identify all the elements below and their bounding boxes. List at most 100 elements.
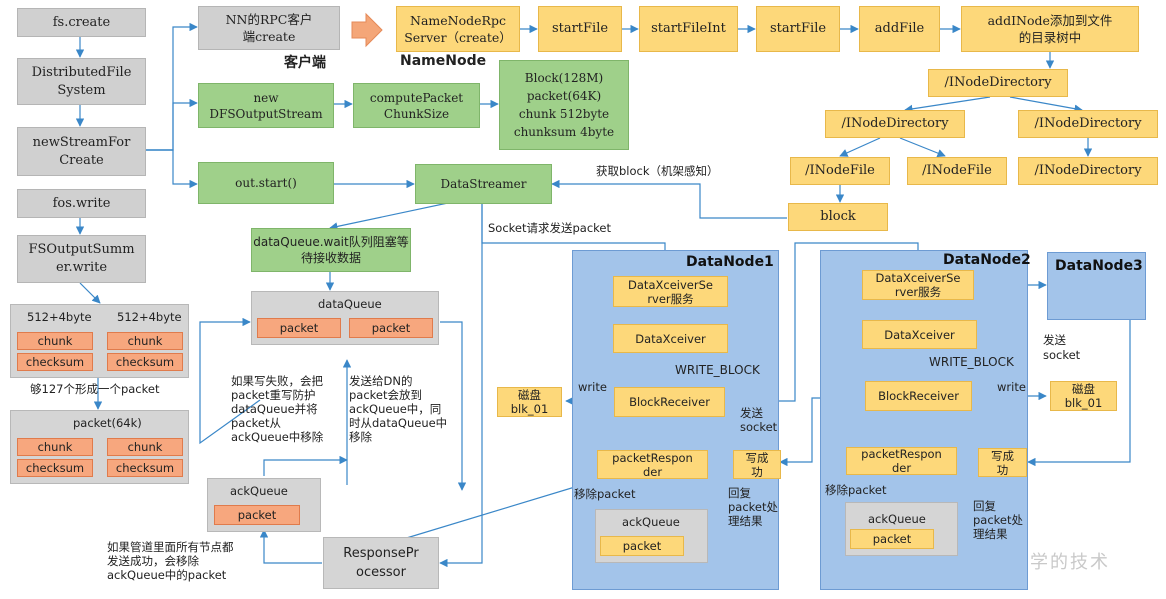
fs-create-label: fs.create <box>52 14 111 30</box>
out-start-label: out.start() <box>235 176 297 190</box>
compute-packet-label: computePacket ChunkSize <box>369 90 464 121</box>
packet-cell: packet <box>349 318 433 338</box>
dn1-ack-queue-box: ackQueue packet <box>595 509 708 563</box>
nn-rpc-client-box: NN的RPC客户 端create <box>198 6 340 50</box>
data-queue-label: dataQueue <box>318 297 382 311</box>
datanode1-title: DataNode1 <box>686 254 774 270</box>
dn2-reply-result-label: 回复 packet处 理结果 <box>973 499 1024 541</box>
dn2-write-label: write <box>997 380 1026 394</box>
chunk-group: 512+4byte 512+4byte chunk chunk checksum… <box>10 304 189 378</box>
data-streamer-box: DataStreamer <box>415 164 552 204</box>
dn1-write-block-label: WRITE_BLOCK <box>675 363 760 377</box>
dn1-block-receiver-box: BlockReceiver <box>614 387 725 417</box>
dn1-xceiver-server-box: DataXceiverSe rver服务 <box>613 276 728 307</box>
add-file-box: addFile <box>859 6 940 52</box>
block-spec-label: Block(128M) packet(64K) chunk 512byte ch… <box>513 71 615 139</box>
fs-create-box: fs.create <box>17 8 146 37</box>
dn2-write-success-box: 写成 功 <box>978 448 1027 477</box>
compute-packet-box: computePacket ChunkSize <box>353 83 480 128</box>
namenode-label: NameNode <box>400 53 487 69</box>
dn1-ack-queue-label: ackQueue <box>622 515 680 529</box>
inode-directory-left: /INodeDirectory <box>825 110 965 138</box>
datanode3-title: DataNode3 <box>1055 258 1143 274</box>
dn2-xceiver-box: DataXceiver <box>862 320 977 349</box>
dn1-reply-result-label: 回复 packet处 理结果 <box>728 486 779 528</box>
ack-success-note: 如果管道里面所有节点都 发送成功，会移除 ackQueue中的packet <box>107 540 234 582</box>
data-streamer-label: DataStreamer <box>440 177 527 191</box>
fs-output-summer-label: FSOutputSumm er.write <box>28 242 135 275</box>
response-processor-box: ResponsePr ocessor <box>323 537 439 589</box>
checksum-cell: checksum <box>107 459 183 477</box>
inode-file-label: /INodeFile <box>805 163 875 178</box>
dn1-packet-responder-box: packetRespon der <box>597 450 708 479</box>
packet-cell: packet <box>214 505 300 525</box>
new-stream-box: newStreamFor Create <box>17 127 146 176</box>
start-file-box: startFile <box>538 6 622 52</box>
dn2-ack-queue-label: ackQueue <box>868 512 926 526</box>
start-file-int-box: startFileInt <box>639 6 738 52</box>
inode-directory-label: /INodeDirectory <box>841 116 949 131</box>
add-inode-box: addINode添加到文件 的目录树中 <box>961 6 1139 52</box>
dn1-send-socket-label: 发送 socket <box>740 406 778 434</box>
fos-write-label: fos.write <box>52 195 111 211</box>
write-fail-note: 如果写失败，会把 packet重写防护 dataQueue并将 packet从 … <box>231 374 324 444</box>
client-label: 客户端 <box>284 55 326 71</box>
inode-file-2: /INodeFile <box>907 157 1007 185</box>
data-queue-box: dataQueue packet packet <box>251 291 439 345</box>
chunk-cell: chunk <box>17 332 93 350</box>
inode-directory-root: /INodeDirectory <box>928 69 1068 97</box>
inode-file-label: /INodeFile <box>922 163 992 178</box>
new-dfs-output-stream-box: new DFSOutputStream <box>198 83 334 128</box>
chunk-cell: chunk <box>17 438 93 456</box>
add-file-label: addFile <box>874 21 925 36</box>
checksum-cell: checksum <box>107 353 183 371</box>
distributed-fs-label: DistributedFile System <box>31 64 132 98</box>
response-processor-label: ResponsePr ocessor <box>343 546 419 580</box>
block-box: block <box>788 203 888 231</box>
block-spec-box: Block(128M) packet(64K) chunk 512byte ch… <box>499 60 629 150</box>
checksum-cell: checksum <box>17 353 93 371</box>
packet-64k-group: packet(64k) chunk chunk checksum checksu… <box>10 410 189 484</box>
packet-cell: packet <box>257 318 341 338</box>
chunk-cell: chunk <box>107 438 183 456</box>
start-file-int-label: startFileInt <box>651 21 726 36</box>
datanode2-title: DataNode2 <box>943 252 1031 268</box>
dn3-send-socket-label: 发送 socket <box>1043 333 1081 362</box>
nn-rpc-client-label: NN的RPC客户 端create <box>225 12 313 44</box>
dn1-remove-packet-label: 移除packet <box>574 487 636 501</box>
new-dfs-output-stream-label: new DFSOutputStream <box>209 90 323 121</box>
dn1-write-label: write <box>578 380 607 394</box>
out-start-box: out.start() <box>198 162 334 204</box>
chunk-size-label-1: 512+4byte <box>27 310 92 324</box>
dn1-write-success-box: 写成 功 <box>733 450 781 479</box>
checksum-cell: checksum <box>17 459 93 477</box>
datanode3-panel <box>1047 252 1146 320</box>
chunk-size-label-2: 512+4byte <box>117 310 182 324</box>
dn2-remove-packet-label: 移除packet <box>825 483 887 497</box>
chunk-cell: chunk <box>107 332 183 350</box>
inode-directory-label: /INodeDirectory <box>1034 116 1142 131</box>
dn1-xceiver-box: DataXceiver <box>613 324 728 353</box>
namenode-rpc-server-box: NameNodeRpc Server（create） <box>396 6 520 52</box>
data-queue-wait-box: dataQueue.wait队列阻塞等 待接收数据 <box>251 228 411 272</box>
dn2-xceiver-server-box: DataXceiverSe rver服务 <box>862 270 974 300</box>
dn2-block-receiver-box: BlockReceiver <box>865 381 972 411</box>
start-file-label: startFile <box>551 21 609 36</box>
fs-output-summer-box: FSOutputSumm er.write <box>17 235 146 283</box>
dn2-ack-queue-box: ackQueue packet <box>845 502 958 556</box>
dn2-write-block-label: WRITE_BLOCK <box>929 355 1014 369</box>
socket-send-note: Socket请求发送packet <box>488 221 611 235</box>
add-inode-label: addINode添加到文件 的目录树中 <box>987 13 1113 45</box>
get-block-note: 获取block（机架感知） <box>596 164 719 178</box>
dn2-disk-box: 磁盘 blk_01 <box>1050 381 1117 411</box>
inode-directory-label: /INodeDirectory <box>944 75 1052 90</box>
start-file-2-label: startFile <box>769 21 827 36</box>
namenode-rpc-server-label: NameNodeRpc Server（create） <box>404 13 512 45</box>
inode-directory-leaf: /INodeDirectory <box>1018 157 1158 185</box>
packet-64k-label: packet(64k) <box>73 416 142 430</box>
inode-directory-label: /INodeDirectory <box>1034 163 1142 178</box>
distributed-fs-box: DistributedFile System <box>17 58 146 105</box>
start-file-2-box: startFile <box>756 6 840 52</box>
client-ack-queue-label: ackQueue <box>230 484 288 498</box>
fos-write-box: fos.write <box>17 189 146 218</box>
